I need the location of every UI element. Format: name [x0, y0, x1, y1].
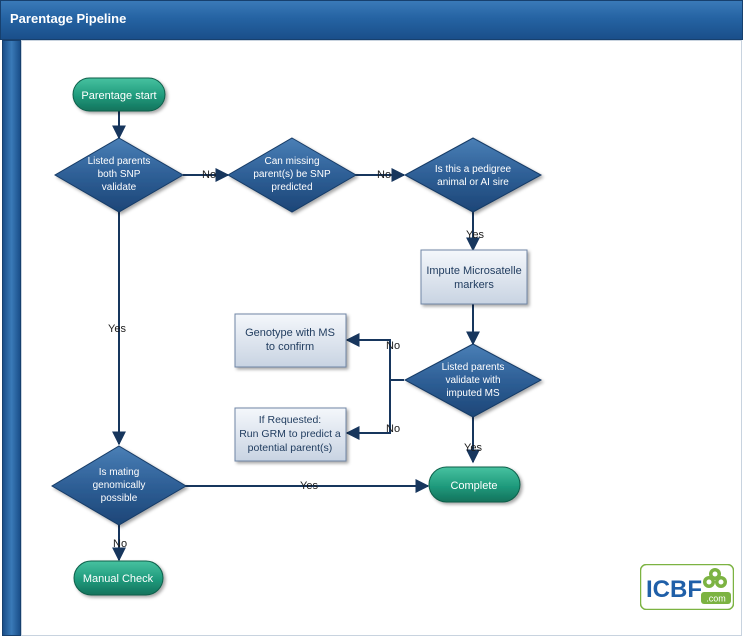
node-label-line: parent(s) be SNP	[253, 169, 331, 180]
decision-pedigree-animal: Is this a pedigree animal or AI sire	[403, 137, 543, 213]
process-genotype-ms: Genotype with MS to confirm	[234, 313, 347, 368]
node-label-line: to confirm	[266, 341, 314, 353]
process-run-grm: If Requested: Run GRM to predict a poten…	[234, 407, 347, 462]
edge-label-d3-yes: Yes	[466, 229, 484, 241]
node-label-line: genomically	[93, 480, 146, 491]
node-label-line: Is this a pedigree	[435, 164, 512, 175]
process-impute-markers: Impute Microsatelle markers	[420, 249, 528, 305]
node-parentage-start: Parentage start	[72, 77, 166, 112]
node-label-line: validate with	[445, 375, 500, 386]
node-label-line: Is mating	[99, 467, 140, 478]
node-label-line: markers	[454, 279, 494, 291]
node-label-line: possible	[101, 493, 138, 504]
edge-label-d1-no: No	[202, 169, 216, 181]
node-label-line: If Requested:	[259, 414, 321, 426]
edge-label-d5-no: No	[113, 538, 127, 550]
decision-missing-parent-predicted: Can missing parent(s) be SNP predicted	[227, 137, 357, 213]
title-bar: Parentage Pipeline	[0, 0, 743, 40]
node-label-line: Genotype with MS	[245, 327, 335, 339]
edge-label-d5-yes: Yes	[300, 480, 318, 492]
node-manual-check: Manual Check	[73, 560, 164, 596]
decision-listed-parents-snp: Listed parents both SNP validate	[54, 137, 184, 213]
node-label-line: Listed parents	[88, 156, 151, 167]
edge-label-d4-no-bottom: No	[386, 423, 400, 435]
edges	[112, 111, 480, 562]
edge-label-d1-yes: Yes	[108, 323, 126, 335]
edge-label-d2-no: No	[377, 169, 391, 181]
logo-subtext: .com	[706, 594, 726, 604]
icbf-logo: ICBF .com	[640, 564, 734, 610]
node-label-line: predicted	[271, 182, 312, 193]
node-label-line: Impute Microsatelle	[426, 265, 521, 277]
node-label-line: potential parent(s)	[248, 442, 333, 454]
node-label: Complete	[450, 480, 497, 492]
node-label-line: Run GRM to predict a	[239, 428, 341, 440]
edge-label-d4-no-top: No	[386, 340, 400, 352]
node-label-line: Can missing	[264, 156, 319, 167]
decision-mating-possible: Is mating genomically possible	[51, 445, 187, 526]
shamrock-icon	[703, 568, 727, 588]
edge-label-d4-yes: Yes	[464, 442, 482, 454]
left-side-bar	[2, 40, 21, 636]
node-label-line: validate	[102, 182, 137, 193]
node-label-line: Listed parents	[442, 362, 505, 373]
node-complete: Complete	[428, 466, 521, 503]
decision-listed-parents-ms: Listed parents validate with imputed MS	[403, 343, 543, 418]
node-label-line: animal or AI sire	[437, 177, 509, 188]
window-title: Parentage Pipeline	[10, 11, 127, 26]
logo-text: ICBF	[646, 576, 702, 603]
node-label-line: both SNP	[98, 169, 141, 180]
node-label: Manual Check	[83, 573, 154, 585]
diagram-canvas	[21, 40, 742, 636]
node-label-line: imputed MS	[446, 388, 500, 399]
node-label: Parentage start	[81, 90, 156, 102]
edge-d4-to-grm	[345, 380, 391, 440]
edge-d4-to-genotype	[345, 333, 404, 381]
